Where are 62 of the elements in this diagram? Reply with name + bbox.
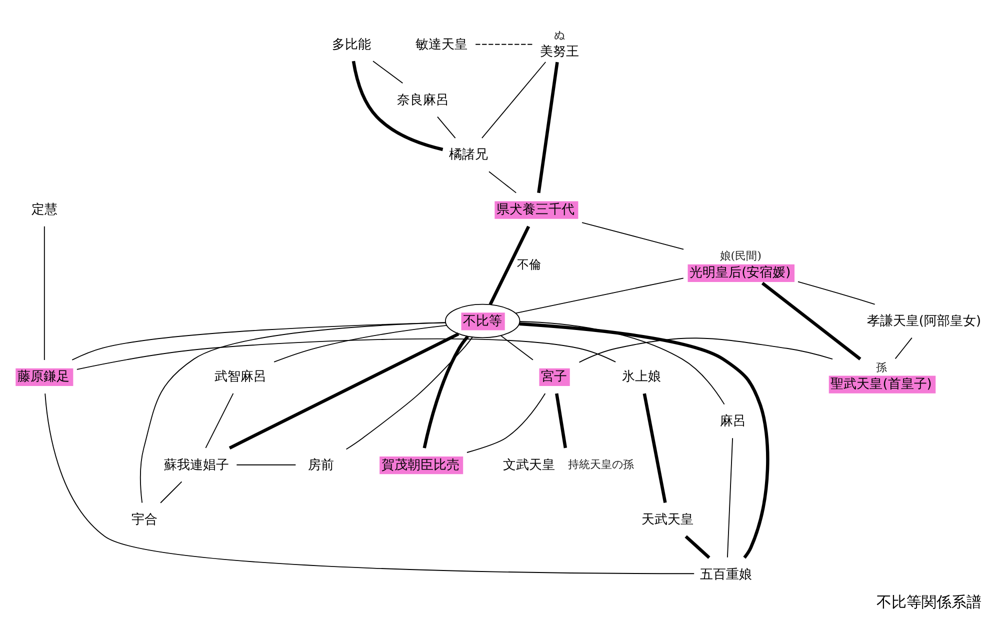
connector	[726, 438, 734, 558]
connector	[684, 535, 710, 559]
node-box: 光明皇后(安宿媛)	[688, 264, 795, 282]
connector	[482, 62, 546, 138]
node-text: 房前	[308, 458, 334, 473]
node-box: 宮子	[539, 368, 570, 386]
connector	[372, 60, 404, 84]
node-text: 文武天皇	[503, 458, 556, 473]
node-label: 孫	[876, 360, 888, 374]
connector	[894, 337, 912, 360]
connector	[488, 226, 530, 306]
connector	[578, 338, 833, 363]
connector	[515, 278, 684, 314]
edge-label: 不倫	[517, 257, 542, 272]
diagram-title: 不比等関係系譜	[876, 592, 982, 611]
node-text: 天武天皇	[641, 512, 694, 528]
connector	[475, 44, 534, 45]
connector	[488, 171, 517, 194]
node-label: 持統天皇の孫	[568, 458, 634, 472]
connector	[466, 393, 546, 453]
node-box: 聖武天皇(首皇子)	[828, 376, 936, 394]
node-text: 定慧	[31, 202, 58, 218]
node-label: 娘(民間)	[720, 249, 762, 262]
connector	[205, 393, 234, 448]
connector	[582, 222, 684, 250]
connector	[274, 325, 447, 362]
connector	[422, 335, 469, 448]
node-text: 五百重娘	[700, 567, 752, 582]
connector	[500, 335, 534, 360]
connector	[437, 116, 456, 138]
connector	[761, 282, 862, 360]
connector	[44, 393, 695, 574]
node-text: 美努王	[540, 44, 580, 60]
node-label: ぬ	[554, 28, 566, 42]
connector	[346, 336, 473, 450]
connector	[44, 226, 45, 360]
node-text: 多比能	[332, 37, 372, 52]
connector	[76, 338, 616, 370]
node-text: 蘇我連娼子	[164, 458, 230, 473]
node-box: 賀茂朝臣比売	[380, 456, 464, 474]
node-text: 奈良麻呂	[397, 92, 450, 108]
node-box: 県犬養三千代	[494, 201, 578, 219]
node-text: 橘諸兄	[449, 148, 488, 163]
connector	[555, 393, 568, 448]
connector	[140, 322, 446, 504]
node-box: 藤原鎌足	[16, 368, 74, 386]
connector	[642, 393, 667, 503]
connector	[352, 60, 444, 152]
node-ellipse: 不比等	[444, 304, 520, 338]
connector	[519, 321, 725, 405]
node-text: 武智麻呂	[214, 370, 266, 385]
connector	[160, 481, 182, 504]
node-text: 敏達天皇	[416, 37, 468, 52]
node-text: 孝謙天皇(阿部皇女)	[866, 314, 982, 329]
connector	[798, 281, 876, 305]
connector	[537, 62, 559, 194]
connector	[236, 464, 296, 466]
node-text: 麻呂	[720, 414, 746, 430]
node-text: 氷上娘	[622, 370, 661, 385]
node-text: 宇合	[132, 512, 158, 528]
connector	[519, 322, 770, 559]
connector	[228, 332, 460, 450]
